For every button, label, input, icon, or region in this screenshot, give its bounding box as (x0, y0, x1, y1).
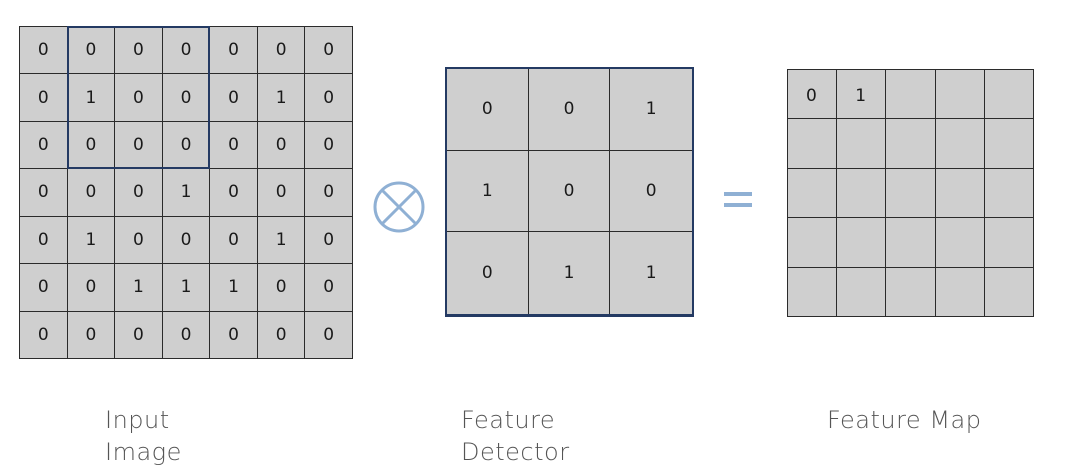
detector-cell: 0 (447, 232, 529, 314)
input-cell: 0 (115, 216, 163, 265)
input-cell: 0 (162, 121, 211, 170)
input-cell: 0 (67, 311, 116, 359)
input-image-caption-line1: Input (105, 406, 170, 434)
input-cell: 0 (20, 311, 68, 359)
feature-map-cell (886, 119, 936, 169)
feature-map-cell (886, 267, 936, 317)
detector-cell: 0 (447, 69, 529, 151)
input-cell: 0 (210, 121, 258, 170)
input-cell: 0 (257, 169, 306, 217)
input-cell: 0 (115, 74, 163, 122)
feature-map-cell (837, 218, 887, 268)
input-cell: 0 (67, 121, 116, 170)
input-cell: 0 (305, 216, 353, 265)
feature-map-cell (886, 218, 936, 268)
input-cell: 1 (210, 264, 258, 312)
input-cell: 0 (305, 169, 353, 217)
feature-detector-caption-line2: Detector (461, 438, 570, 466)
equals-icon (724, 192, 752, 207)
feature-map-cell (984, 267, 1034, 317)
input-cell: 0 (162, 27, 211, 75)
input-cell: 0 (115, 121, 163, 170)
input-cell: 0 (210, 27, 258, 75)
feature-map-caption: Feature Map (827, 406, 982, 434)
feature-map-cell (788, 119, 838, 169)
feature-map-cell: 0 (788, 70, 838, 120)
input-cell: 0 (210, 216, 258, 265)
feature-detector-caption: Feature Detector (461, 404, 570, 468)
input-cell: 0 (210, 311, 258, 359)
input-cell: 1 (162, 169, 211, 217)
feature-map-cell: 1 (837, 70, 887, 120)
circled-times-icon (373, 181, 425, 233)
input-cell: 0 (257, 121, 306, 170)
detector-cell: 1 (529, 232, 611, 314)
input-cell: 0 (305, 264, 353, 312)
feature-map-cell (935, 218, 985, 268)
input-cell: 0 (162, 74, 211, 122)
input-cell: 1 (67, 216, 116, 265)
detector-cell: 0 (610, 151, 692, 233)
input-image-caption-line2: Image (105, 438, 182, 466)
input-cell: 0 (162, 311, 211, 359)
feature-map-cell (935, 168, 985, 219)
input-cell: 0 (115, 27, 163, 75)
feature-map-cell (837, 267, 887, 317)
feature-map-cell (788, 267, 838, 317)
input-cell: 0 (20, 27, 68, 75)
input-cell: 0 (20, 216, 68, 265)
input-cell: 0 (115, 311, 163, 359)
input-cell: 1 (162, 264, 211, 312)
feature-map-cell (984, 70, 1034, 120)
input-cell: 0 (257, 311, 306, 359)
input-cell: 0 (67, 169, 116, 217)
feature-map-cell (837, 119, 887, 169)
feature-map-cell (935, 119, 985, 169)
detector-cell: 1 (447, 150, 529, 233)
feature-detector-caption-line1: Feature (461, 406, 556, 434)
input-cell: 1 (67, 74, 116, 122)
input-cell: 1 (257, 216, 306, 265)
input-cell: 0 (305, 27, 353, 75)
input-cell: 0 (210, 74, 258, 122)
input-cell: 0 (257, 27, 306, 75)
input-cell: 0 (20, 74, 68, 122)
input-image-caption: Input Image (105, 404, 182, 468)
input-cell: 0 (67, 264, 116, 312)
detector-cell: 0 (528, 69, 611, 151)
input-cell: 0 (20, 121, 68, 170)
input-cell: 0 (305, 74, 353, 122)
input-cell: 1 (257, 74, 306, 122)
input-cell: 0 (257, 264, 306, 312)
feature-map-cell (788, 168, 838, 219)
detector-cell: 1 (645, 263, 657, 284)
input-cell: 0 (67, 27, 116, 75)
input-cell: 1 (115, 264, 163, 312)
input-cell: 0 (162, 216, 211, 265)
input-cell: 0 (305, 311, 353, 359)
detector-cell: 0 (528, 150, 611, 233)
feature-map-cell (984, 168, 1034, 219)
feature-map-cell (886, 168, 936, 219)
detector-cell: 1 (610, 69, 692, 151)
input-cell: 0 (210, 169, 258, 217)
input-cell: 0 (115, 169, 163, 217)
input-cell: 0 (20, 264, 68, 312)
feature-map-cell (984, 218, 1034, 268)
feature-map-cell (984, 119, 1034, 169)
feature-map-cell (935, 70, 985, 120)
input-cell: 0 (305, 121, 353, 170)
feature-map-cell (935, 267, 985, 317)
feature-map-cell (788, 218, 838, 268)
input-cell: 0 (20, 169, 68, 217)
feature-map-cell (837, 168, 887, 219)
feature-map-cell (886, 70, 936, 120)
